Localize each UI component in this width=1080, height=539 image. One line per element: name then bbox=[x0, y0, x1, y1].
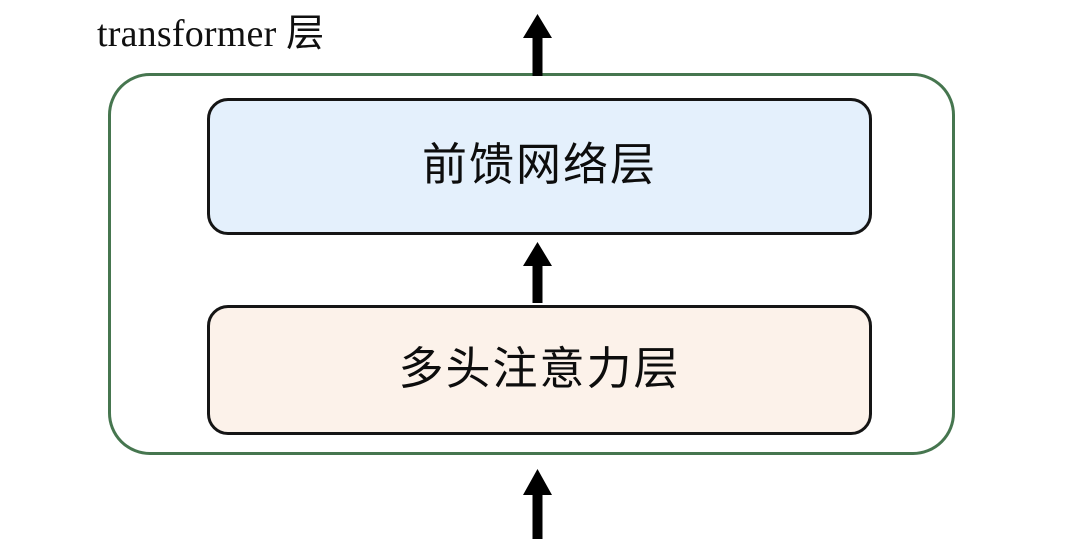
input-arrow-up-icon bbox=[523, 469, 552, 539]
feed-forward-network-layer-block: 前馈网络层 bbox=[207, 98, 872, 235]
arrow-up-icon bbox=[523, 242, 552, 303]
arrow-up-icon bbox=[523, 469, 552, 539]
output-arrow-up-icon bbox=[523, 14, 552, 76]
multi-head-attention-layer-block: 多头注意力层 bbox=[207, 305, 872, 435]
arrow-up-icon bbox=[523, 14, 552, 76]
multi-head-attention-layer-label: 多头注意力层 bbox=[398, 343, 681, 394]
feed-forward-network-layer-label: 前馈网络层 bbox=[421, 140, 657, 190]
page-title: transformer 层 bbox=[97, 13, 325, 55]
middle-arrow-up-icon bbox=[523, 242, 552, 303]
